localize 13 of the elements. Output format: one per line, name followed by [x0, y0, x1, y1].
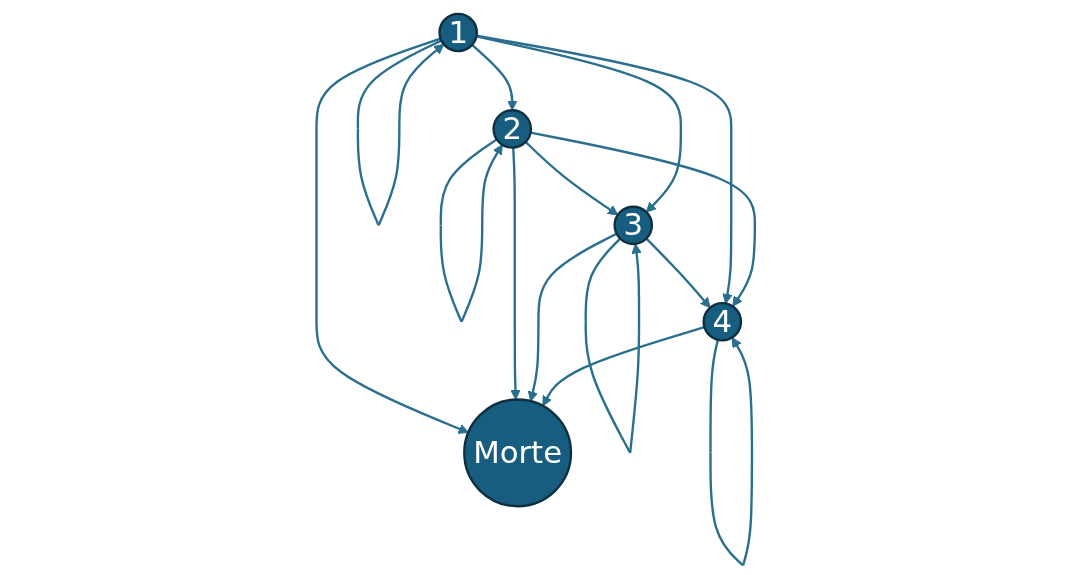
arrow: [476, 34, 733, 304]
arrow: [471, 44, 518, 111]
arrow: [476, 35, 683, 213]
node-circle: 1: [438, 12, 479, 53]
arrow: [525, 141, 619, 216]
node-circle: 3: [613, 205, 654, 246]
node-circle: 2: [492, 109, 533, 149]
node-circle: 4: [702, 301, 743, 342]
arrow: [530, 131, 757, 307]
arrow: [528, 232, 618, 402]
arrow: [315, 37, 470, 434]
node-circle: Morte: [463, 398, 573, 508]
arrow: [645, 237, 711, 309]
